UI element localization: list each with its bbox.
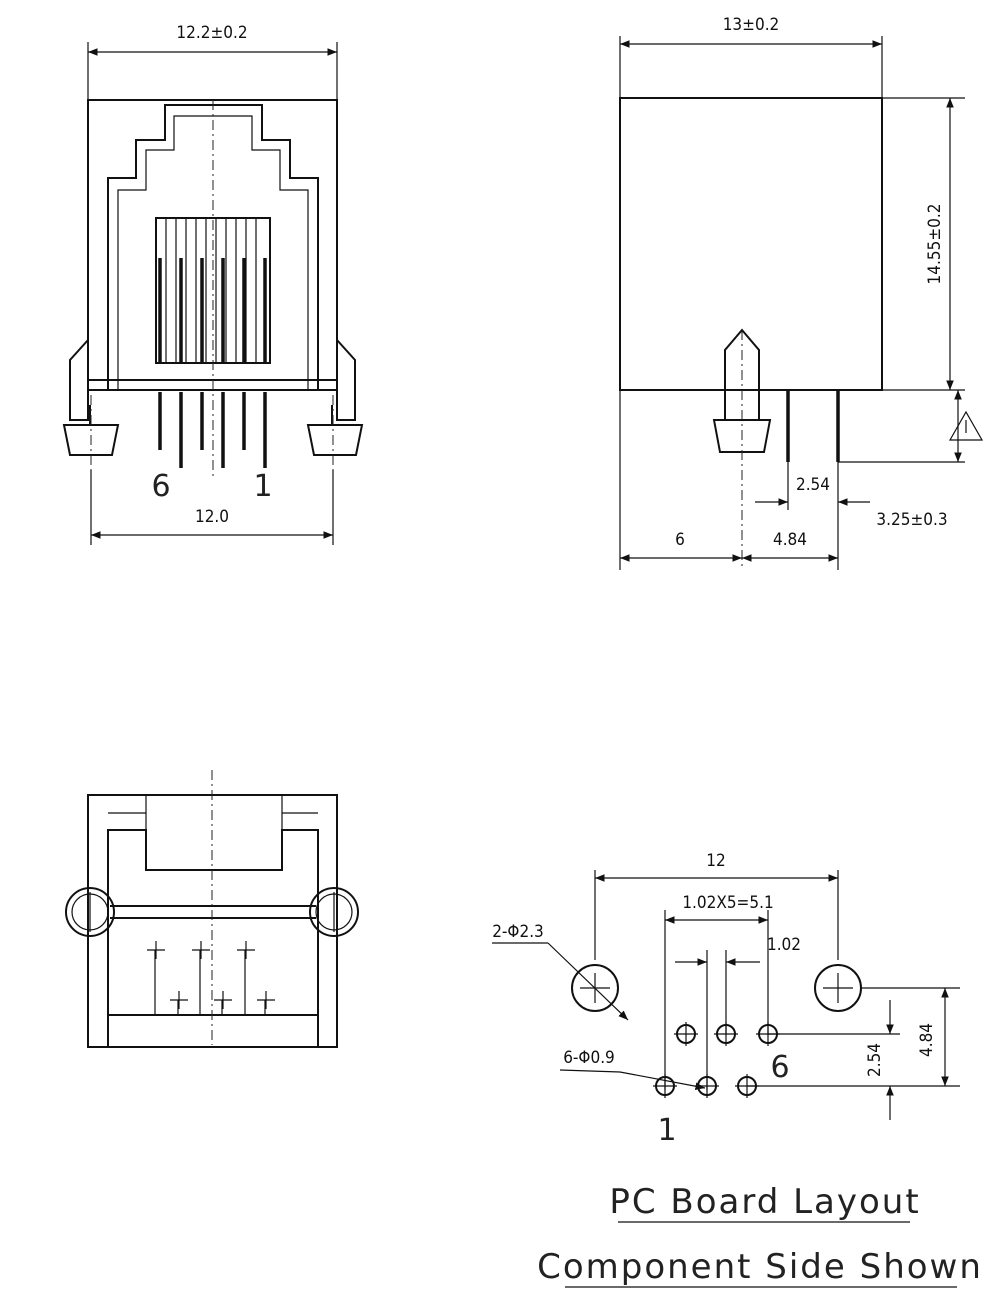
pcb-pin-label-1: 1 <box>657 1113 676 1148</box>
dim-width-top: 12.2±0.2 <box>176 23 247 43</box>
contact-lines <box>158 218 267 363</box>
dim-row-offset: 2.54 <box>865 1043 885 1077</box>
dim-offset-a: 6 <box>675 530 685 550</box>
dim-row-span: 1.02X5=5.1 <box>682 893 773 913</box>
caption: PC Board Layout Component Side Shown <box>537 1182 983 1288</box>
side-view: 13±0.2 14.55±0.2 2.54 3.25±0.3 6 4.84 <box>619 15 984 570</box>
caption-line-2: Component Side Shown <box>537 1247 983 1287</box>
dim-depth: 13±0.2 <box>723 15 780 35</box>
label-mount-holes: 2-Φ2.3 <box>492 922 544 942</box>
pcb-layout: 12 1.02X5=5.1 1.02 2-Φ2.3 6-Φ0.9 2.54 4.… <box>492 851 960 1148</box>
bottom-pin-marks <box>147 941 275 1009</box>
label-pin-holes: 6-Φ0.9 <box>563 1048 615 1068</box>
dim-mount-offset: 4.84 <box>917 1023 937 1057</box>
dim-width-bottom: 12.0 <box>195 507 229 527</box>
pin-label-6: 6 <box>151 469 170 504</box>
dim-pin-length: 3.25±0.3 <box>876 510 947 530</box>
bottom-view <box>65 770 359 1048</box>
caption-line-1: PC Board Layout <box>609 1182 920 1222</box>
front-view: 12.2±0.2 12.0 6 1 <box>62 23 364 545</box>
dim-pitch: 2.54 <box>796 475 830 495</box>
dim-height: 14.55±0.2 <box>925 204 945 285</box>
dim-pin-pitch: 1.02 <box>767 935 801 955</box>
dim-offset-b: 4.84 <box>773 530 807 550</box>
dim-span: 12 <box>706 851 725 871</box>
pin-label-1: 1 <box>253 469 272 504</box>
pcb-pin-label-6: 6 <box>770 1050 789 1085</box>
